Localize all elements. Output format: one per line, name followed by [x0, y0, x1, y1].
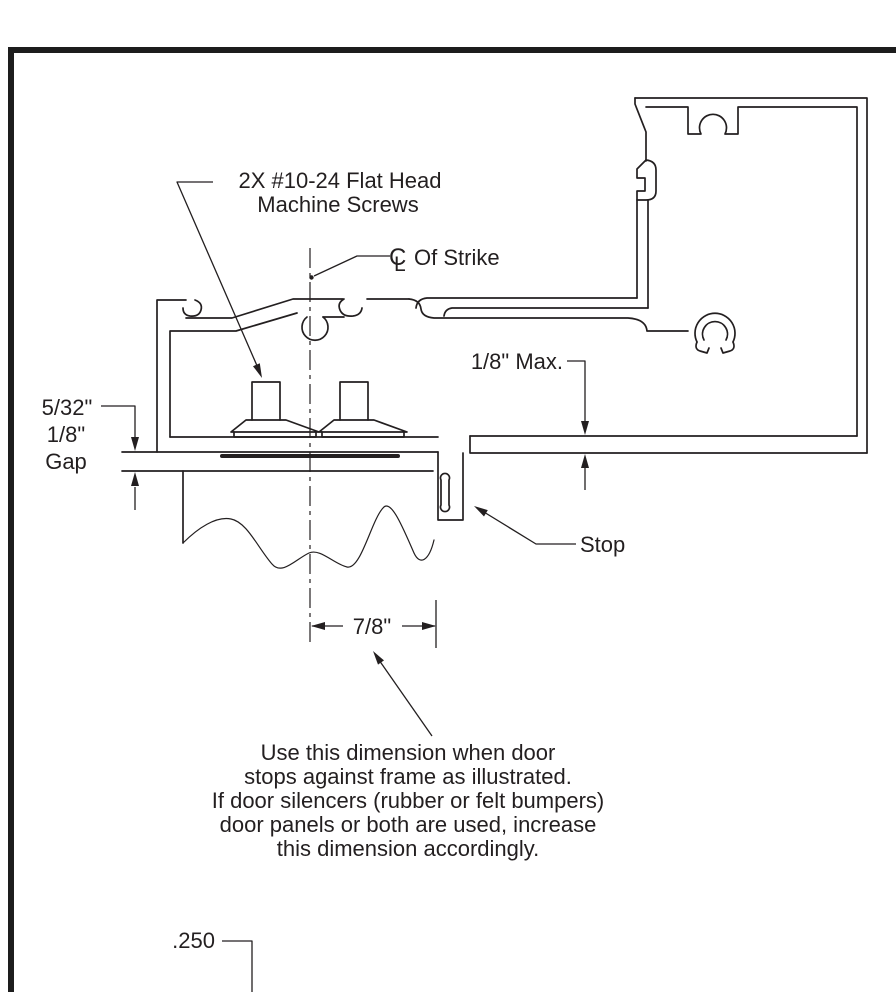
- gap-dim-label-line3: Gap: [45, 449, 87, 474]
- centerline-symbol-c: C: [389, 244, 406, 271]
- head-top-ledge-path: [185, 298, 344, 319]
- max-dim-arrow-down: [581, 421, 589, 435]
- stop-block-path: [437, 451, 464, 521]
- max-dim-line-upper: [567, 360, 586, 421]
- max-dim-arrow-up: [581, 454, 589, 468]
- head-step-ledge-path: [408, 298, 689, 332]
- gap-dim-arrow-down: [131, 437, 139, 451]
- jamb-boss-outer-path: [694, 312, 736, 343]
- head-hook2-path: [338, 298, 363, 317]
- centerline-label: Of Strike: [414, 245, 500, 270]
- screws-leader-arrowhead: [253, 363, 262, 378]
- centerline-leader-line: [313, 255, 390, 277]
- jamb-left-upper-path: [634, 97, 647, 162]
- annotations: [101, 181, 589, 992]
- screw1-shank-path: [251, 381, 281, 421]
- head-inner-wall-path: [169, 312, 298, 438]
- frame-head-profile: [121, 297, 868, 521]
- door-panel: [121, 470, 435, 569]
- screws: [230, 381, 408, 438]
- stop-label: Stop: [580, 532, 625, 557]
- screw1-head-path: [230, 419, 320, 433]
- stop-leader-line: [478, 508, 576, 545]
- gap-dim-label-line1: 5/32": [42, 395, 93, 420]
- centerline-symbol-l: L: [394, 253, 406, 276]
- max-dim-label: 1/8" Max.: [471, 349, 563, 374]
- note-line3: If door silencers (rubber or felt bumper…: [212, 788, 605, 813]
- note-leader-arrowhead: [373, 651, 384, 665]
- stop-leader-arrowhead: [474, 506, 488, 517]
- note-line5: this dimension accordingly.: [277, 836, 540, 861]
- gap-dim-line-upper: [101, 405, 136, 437]
- jamb-outer-path: [634, 97, 868, 454]
- head-screw-boss-path: [301, 316, 329, 342]
- jamb-inner-keyhole-path: [645, 106, 858, 437]
- border-top: [8, 47, 896, 53]
- screw2-shank-path: [339, 381, 369, 421]
- note-line2: stops against frame as illustrated.: [244, 764, 572, 789]
- jamb-boss-right-foot-path: [720, 341, 735, 354]
- width-dim-arrow-left: [311, 622, 325, 630]
- weatherstrip-groove-path: [439, 472, 451, 513]
- width-dim-label: 7/8": [353, 614, 391, 639]
- border-left: [8, 47, 14, 992]
- screws-leader-line: [176, 181, 259, 369]
- jamb-boss-left-foot-path: [695, 341, 710, 354]
- screw2-base-path: [321, 431, 405, 438]
- depth-dim-label: .250: [172, 928, 215, 953]
- note-line4: door panels or both are used, increase: [220, 812, 597, 837]
- screws-label-line2: Machine Screws: [257, 192, 418, 217]
- jamb-clip-path: [636, 159, 657, 201]
- note-line1: Use this dimension when door: [261, 740, 556, 765]
- head-right-top-outer-path: [415, 297, 638, 309]
- head-hook1-path: [182, 299, 203, 317]
- text-labels: 2X #10-24 Flat Head Machine Screws C L O…: [42, 168, 626, 953]
- jamb-profile: [634, 97, 868, 454]
- door-break-wave-path: [182, 505, 435, 569]
- screw1-base-path: [233, 431, 317, 438]
- screw2-head-path: [318, 419, 408, 433]
- width-dim-arrow-right: [422, 622, 436, 630]
- depth-dim-leader-line: [222, 940, 253, 992]
- head-left-outer-wall-path: [156, 299, 187, 453]
- sheet-border: [8, 47, 896, 992]
- jamb-boss-inner-path: [701, 320, 729, 341]
- note-leader-line: [378, 659, 433, 737]
- gap-dim-arrow-up: [131, 472, 139, 486]
- gap-dim-label-line2: 1/8": [47, 422, 85, 447]
- head-right-top-inner-path: [443, 307, 649, 317]
- centerline-leader-dot: [309, 275, 314, 280]
- lip-step-path: [469, 435, 868, 454]
- screws-label-line1: 2X #10-24 Flat Head: [238, 168, 441, 193]
